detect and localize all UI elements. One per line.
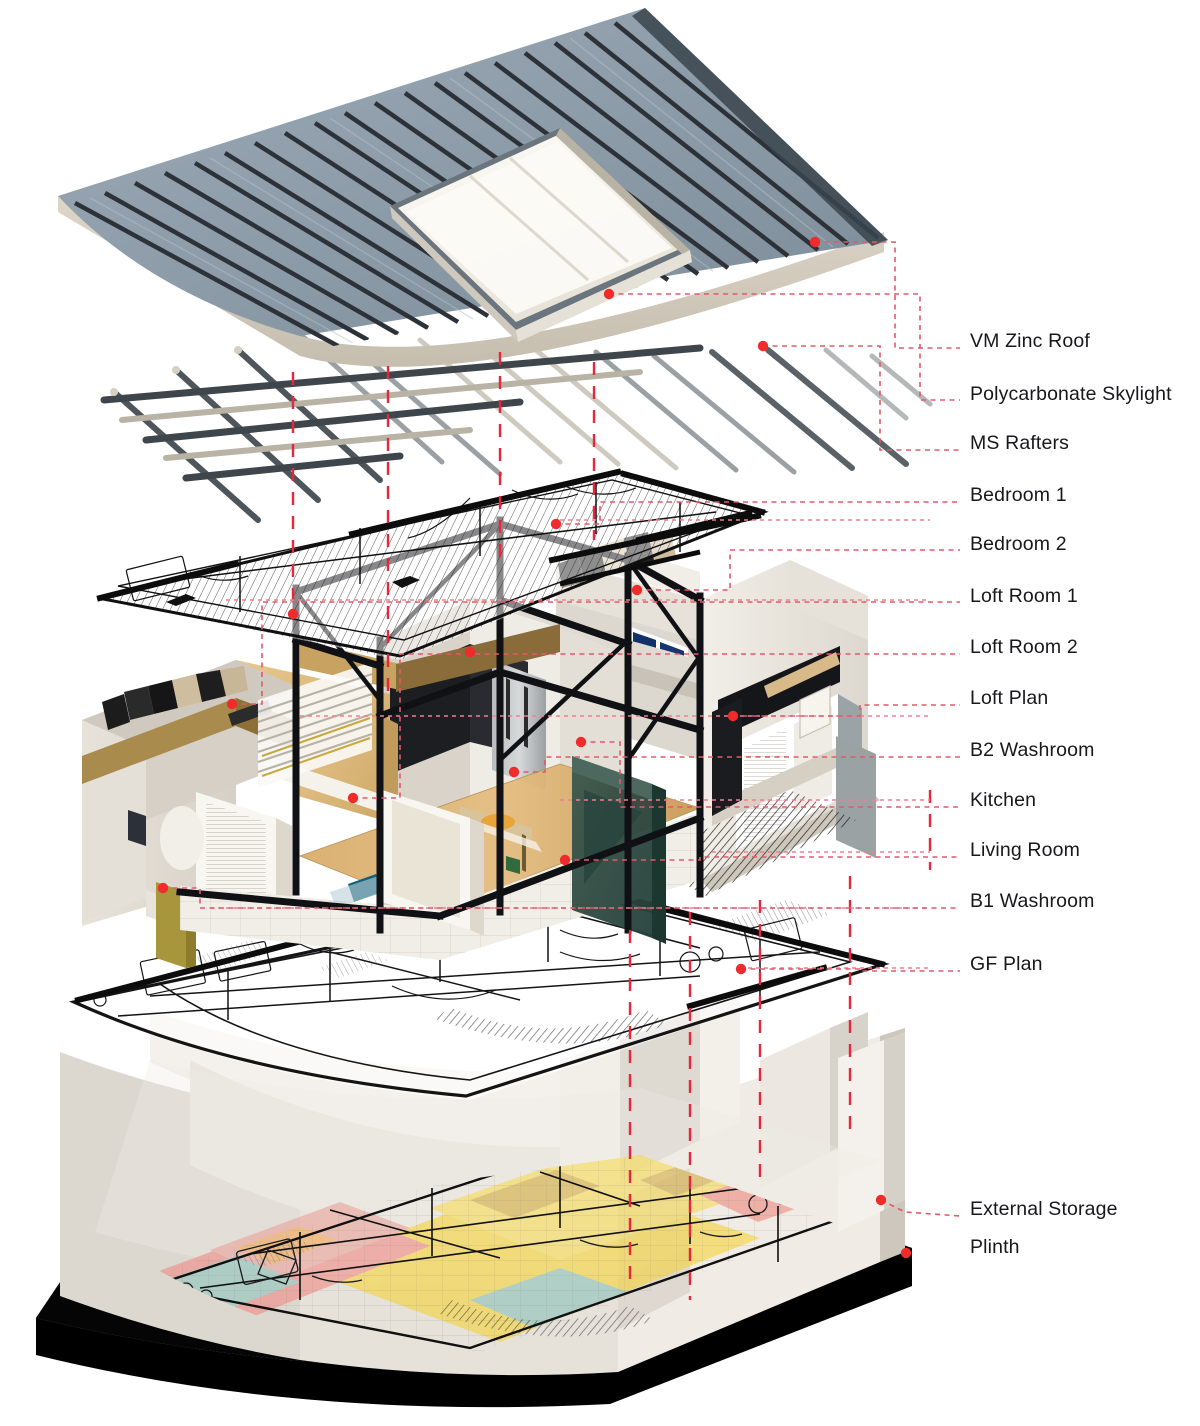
bedroom-cushions-left [102,666,248,730]
label-loft-plan: Loft Plan [970,687,1049,709]
horizontal-alignment-guides [210,519,930,969]
label-gf-plan: GF Plan [970,953,1043,975]
leader-lines [163,241,961,1217]
label-living-room: Living Room [970,839,1081,861]
label-bedroom-1: Bedroom 1 [970,484,1067,506]
ms-rafters-layer [100,331,933,523]
interior-model [82,516,880,968]
label-bedroom-2: Bedroom 2 [970,533,1067,555]
label-b1-washroom: B1 Washroom [970,890,1095,912]
label-loft-room-2: Loft Room 2 [970,636,1078,658]
label-polycarbonate-skylight: Polycarbonate Skylight [970,383,1172,405]
vm-zinc-roof-layer [58,8,888,367]
label-external-storage: External Storage [970,1198,1118,1220]
anchor-dots [157,236,912,1259]
label-plinth: Plinth [970,1236,1020,1258]
vertical-alignment-guides [291,352,932,1300]
label-loft-room-1: Loft Room 1 [970,585,1078,607]
louvre-screen [257,662,373,788]
label-vm-zinc-roof: VM Zinc Roof [970,330,1090,352]
polycarbonate-skylight [390,128,692,342]
label-b2-washroom: B2 Washroom [970,739,1095,761]
label-ms-rafters: MS Rafters [970,432,1070,454]
label-kitchen: Kitchen [970,789,1037,811]
